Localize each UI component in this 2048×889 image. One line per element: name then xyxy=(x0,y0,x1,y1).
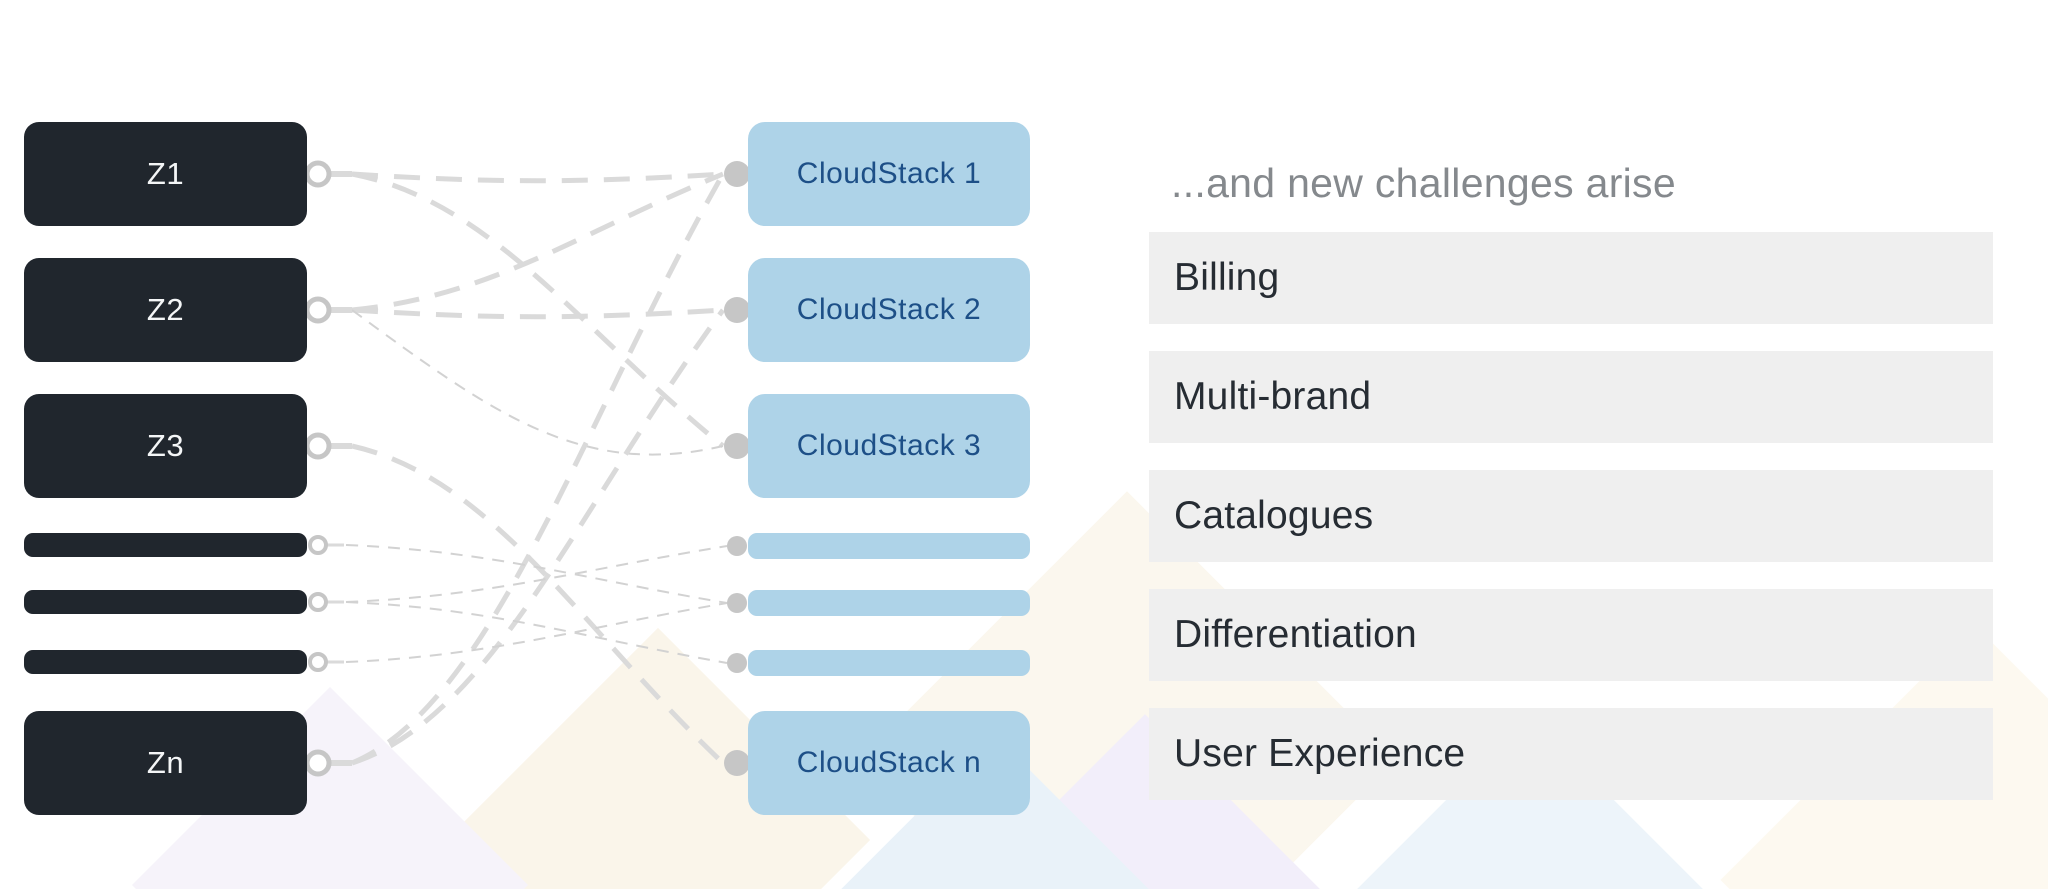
middle-node-m2 xyxy=(748,590,1030,616)
challenge-label: Billing xyxy=(1174,256,1280,299)
challenge-label: Catalogues xyxy=(1174,494,1374,537)
challenge-row-2: Catalogues xyxy=(1149,470,1993,562)
connector-line xyxy=(345,544,728,604)
left-node-t3 xyxy=(24,650,307,674)
left-node-Z3: Z3 xyxy=(24,394,307,498)
node-label: CloudStack 2 xyxy=(796,293,982,326)
middle-node-CS2: CloudStack 2 xyxy=(748,258,1030,362)
challenges-header: ...and new challenges arise xyxy=(1171,160,1676,206)
right-connector-circle xyxy=(724,161,750,187)
left-node-t2 xyxy=(24,590,307,614)
left-connector-circle xyxy=(304,160,332,188)
left-connector-circle xyxy=(304,432,332,460)
left-node-Zn: Zn xyxy=(24,711,307,815)
left-node-Z1: Z1 xyxy=(24,122,307,226)
middle-node-CS1: CloudStack 1 xyxy=(748,122,1030,226)
connector-line xyxy=(351,307,724,320)
node-label: Z3 xyxy=(146,428,185,463)
middle-node-CS3: CloudStack 3 xyxy=(748,394,1030,498)
challenge-row-3: Differentiation xyxy=(1149,589,1993,681)
connector-line xyxy=(351,171,724,313)
right-connector-circle xyxy=(727,653,747,673)
node-label: Z1 xyxy=(146,156,185,191)
left-node-t1 xyxy=(24,533,307,557)
node-label: CloudStack 1 xyxy=(796,157,982,190)
left-connector-circle xyxy=(308,535,328,555)
middle-node-m3 xyxy=(748,650,1030,676)
right-connector-circle xyxy=(724,433,750,459)
node-label: CloudStack 3 xyxy=(796,429,982,462)
right-connector-circle xyxy=(727,593,747,613)
node-label: Zn xyxy=(146,745,185,780)
middle-node-CSn: CloudStack n xyxy=(748,711,1030,815)
left-connector-circle xyxy=(308,652,328,672)
challenge-row-0: Billing xyxy=(1149,232,1993,324)
left-connector-circle xyxy=(304,296,332,324)
left-node-Z2: Z2 xyxy=(24,258,307,362)
challenge-label: User Experience xyxy=(1174,732,1466,775)
challenge-row-1: Multi-brand xyxy=(1149,351,1993,443)
middle-node-m1 xyxy=(748,533,1030,559)
connector-line xyxy=(351,171,725,448)
connector-line xyxy=(345,545,728,603)
connector-line xyxy=(351,171,724,184)
challenge-label: Multi-brand xyxy=(1174,375,1372,418)
right-connector-circle xyxy=(727,536,747,556)
challenge-label: Differentiation xyxy=(1174,613,1417,656)
connector-line xyxy=(351,309,724,456)
left-connector-circle xyxy=(308,592,328,612)
right-connector-circle xyxy=(724,297,750,323)
node-label: Z2 xyxy=(146,292,185,327)
challenge-row-4: User Experience xyxy=(1149,708,1993,800)
node-label: CloudStack n xyxy=(796,746,982,779)
